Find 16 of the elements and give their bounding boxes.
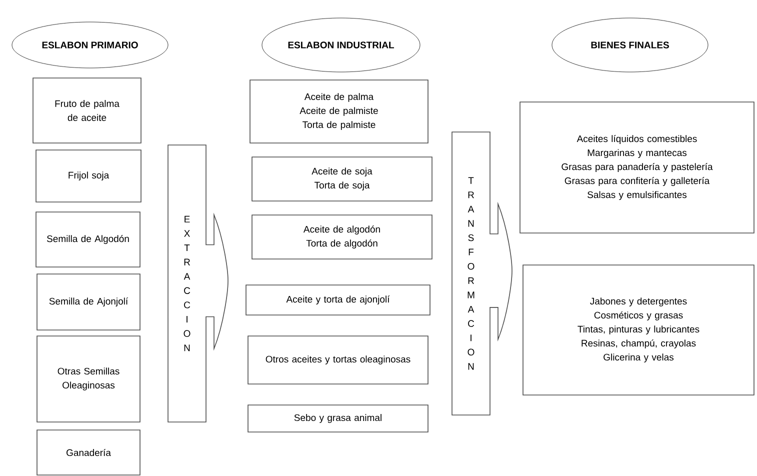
product-box: Otros aceites y tortas oleaginosas: [248, 336, 428, 384]
product-box: Frijol soja: [36, 150, 142, 202]
product-box: Jabones y detergentes Cosméticos y grasas Tintas, pinturas y lubricantes Resinas, champú, crayolas Glicerina y velas: [522, 264, 754, 396]
process-arrow-box: EXTRACCION: [168, 144, 228, 422]
product-box: Aceite de algodón Torta de algodón: [252, 214, 432, 260]
process-arrow-box: TRANSFORMACION: [452, 132, 512, 416]
product-box: Aceite de palma Aceite de palmiste Torta de palmiste: [250, 80, 428, 144]
product-box: Otras Semillas Oleaginosas: [36, 336, 140, 422]
product-box: Aceite y torta de ajonjolí: [246, 284, 430, 316]
product-box: Semilla de Ajonjolí: [36, 274, 140, 330]
product-box: Aceites líquidos comestibles Margarinas y mantecas Grasas para panadería y pastelería Grasas para confitería y galletería Salsas y emulsificantes: [520, 102, 754, 234]
product-box: Aceite de soja Torta de soja: [252, 156, 432, 202]
product-box: Sebo y grasa animal: [248, 404, 428, 432]
product-box: Semilla de Algodón: [36, 212, 140, 268]
product-box: Fruto de palma de aceite: [32, 78, 142, 144]
product-box: Ganadería: [36, 430, 140, 476]
